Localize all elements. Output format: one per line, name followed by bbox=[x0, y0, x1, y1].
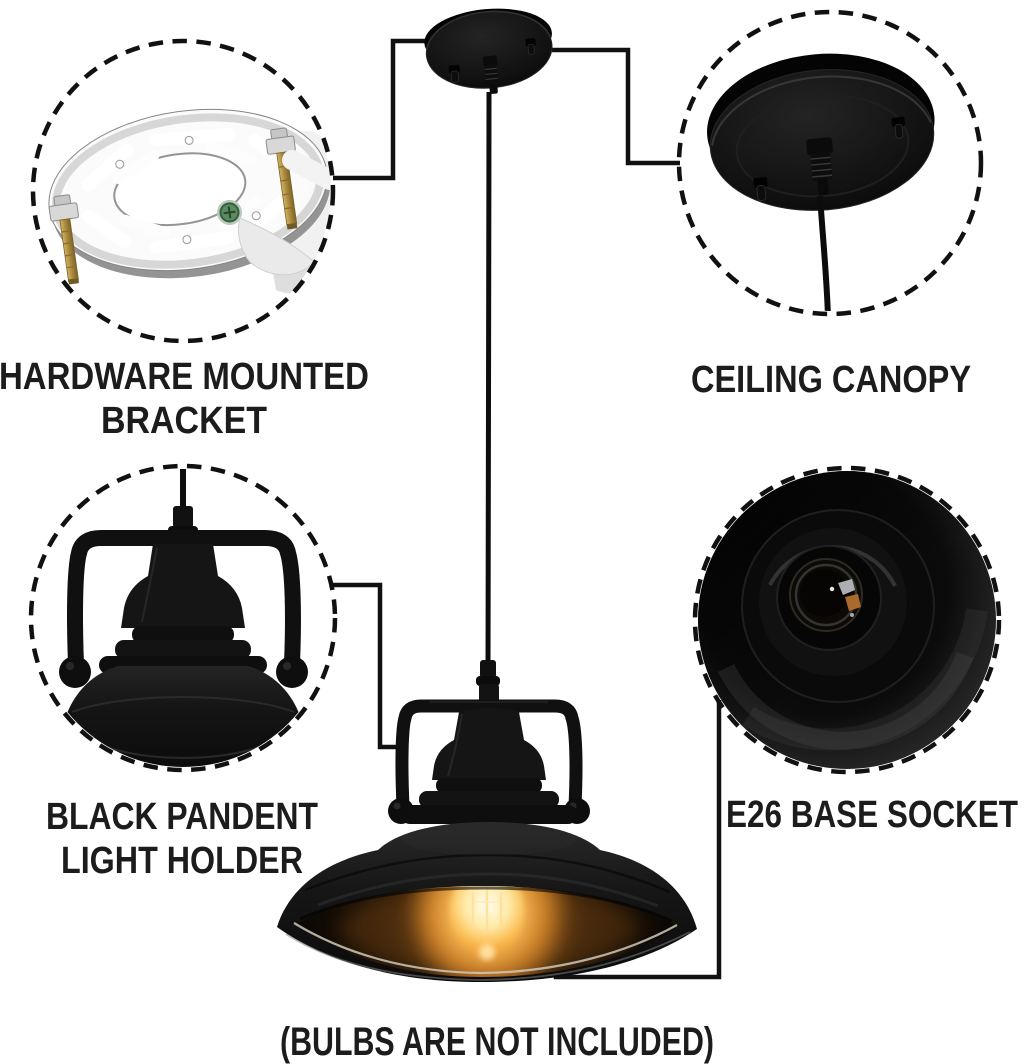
plate-screw-holes bbox=[115, 135, 261, 245]
holder-shade bbox=[66, 666, 300, 767]
canopy-bolt-left bbox=[753, 177, 768, 201]
holder-pivot-left bbox=[59, 656, 91, 688]
dashed-circle-holder bbox=[28, 463, 338, 773]
e26-socket-photo bbox=[698, 471, 996, 769]
ceiling-canopy bbox=[424, 8, 553, 94]
holder-pivot-right bbox=[276, 656, 308, 688]
swing-arm-handle bbox=[395, 699, 583, 807]
dashed-circle-socket bbox=[692, 465, 1002, 775]
holder-label-line-2: LIGHT HOLDER bbox=[61, 840, 303, 882]
plate-center-hole bbox=[113, 152, 247, 226]
pendant-holder-photo bbox=[59, 469, 308, 767]
socket-label: E26 BASE SOCKET bbox=[726, 794, 1018, 836]
mounting-screw-left bbox=[48, 194, 80, 285]
canopy-bolt-right bbox=[891, 116, 905, 139]
connector-holder-to-lamp bbox=[331, 582, 404, 750]
holder-cord bbox=[180, 469, 186, 510]
shade-rim-highlight bbox=[293, 922, 678, 975]
mounting-screw-right bbox=[265, 127, 298, 230]
plate-outer-slots bbox=[81, 128, 294, 254]
canopy-cord-grip bbox=[806, 137, 833, 196]
bracket-label-line-2: BRACKET bbox=[101, 400, 267, 442]
canopy-cord bbox=[817, 195, 831, 311]
shade-interior bbox=[293, 886, 678, 977]
socket-bell bbox=[401, 708, 577, 824]
connector-canopy-to-callout bbox=[552, 47, 680, 166]
canopy-label: CEILING CANOPY bbox=[691, 359, 971, 401]
connector-bracket-to-canopy bbox=[333, 38, 426, 181]
pendant-cord bbox=[485, 91, 492, 669]
socket-mouth bbox=[800, 569, 848, 617]
socket-contact bbox=[845, 594, 861, 611]
canopy-cord-grip bbox=[482, 55, 499, 94]
ceiling-canopy-photo bbox=[707, 53, 935, 311]
pendant-lamp bbox=[277, 660, 697, 982]
holder-swing-arm bbox=[67, 530, 301, 665]
bulb-tip bbox=[479, 944, 495, 960]
canopy-bolts bbox=[448, 38, 536, 83]
socket-glint bbox=[838, 579, 855, 595]
bracket-photo bbox=[48, 108, 331, 294]
ground-screw-green bbox=[217, 199, 243, 225]
dashed-circle-canopy bbox=[676, 9, 984, 317]
dashed-circle-bracket bbox=[30, 38, 336, 344]
glove-finger bbox=[237, 150, 331, 276]
holder-label-line-1: BLACK PANDENT bbox=[46, 796, 318, 838]
bulbs-note: (BULBS ARE NOT INCLUDED) bbox=[280, 1020, 714, 1064]
bracket-label-line-1: HARDWARE MOUNTED bbox=[0, 356, 369, 398]
holder-socket-bell bbox=[99, 544, 267, 674]
